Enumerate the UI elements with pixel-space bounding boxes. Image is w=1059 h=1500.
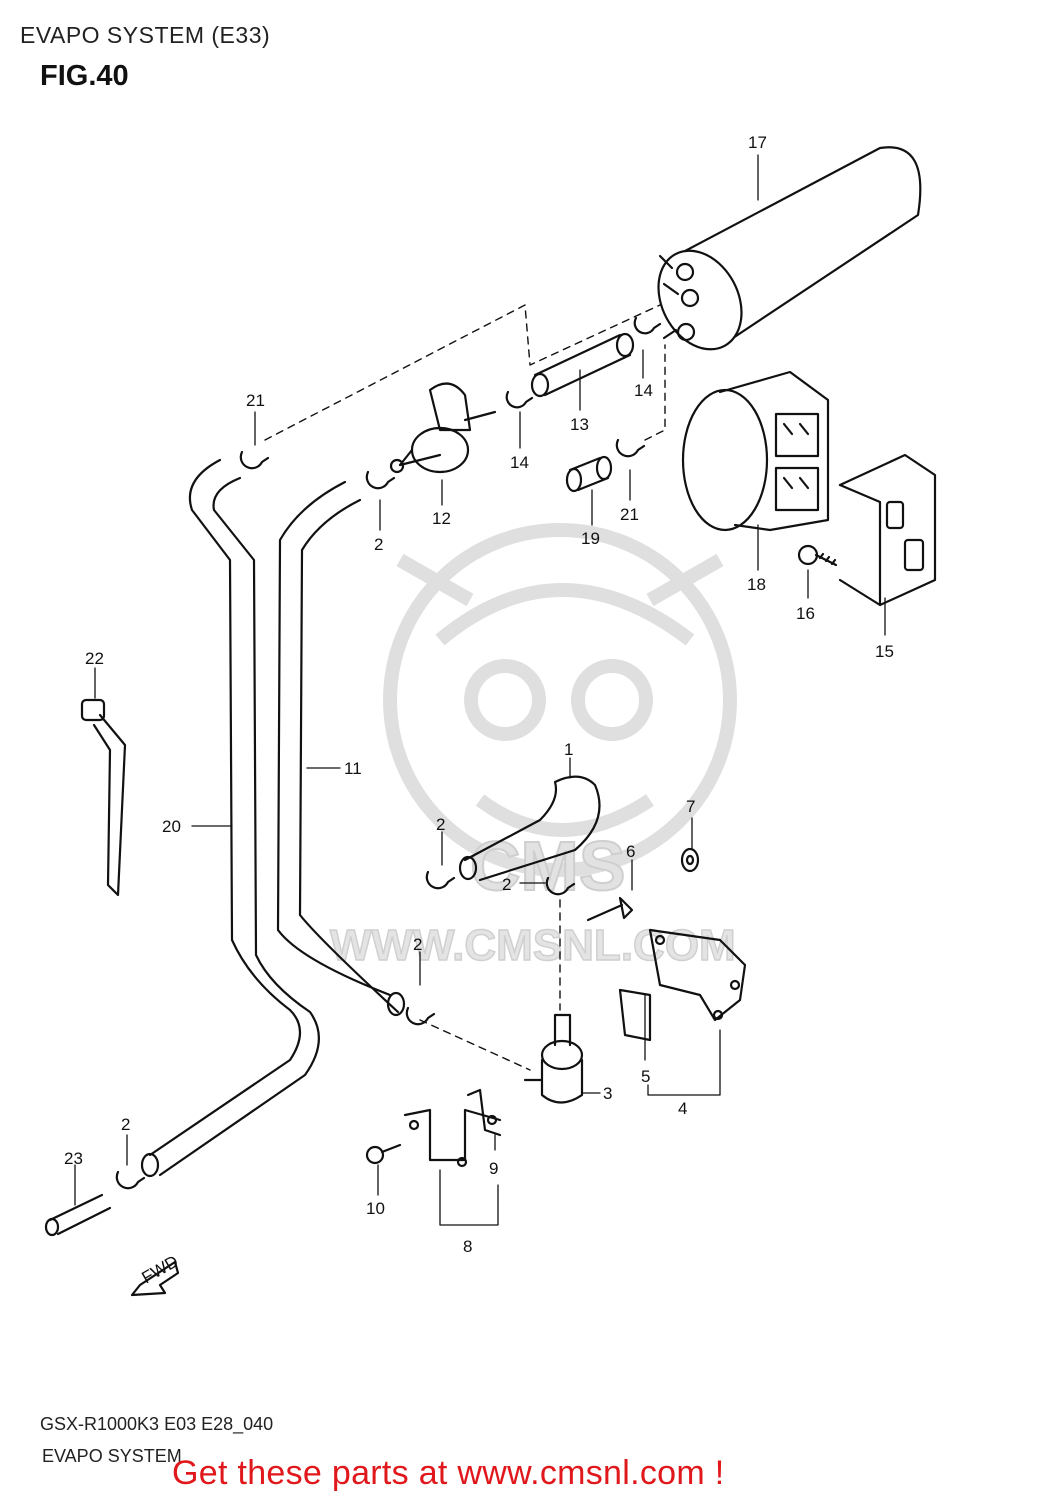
tie-22: [80, 698, 127, 897]
clamp-2a: [365, 470, 396, 490]
hose-13: [530, 332, 635, 398]
callout-2c: 2: [502, 875, 511, 894]
clamp-2c: [545, 876, 576, 896]
callout-14b: 14: [634, 381, 653, 400]
joint-23: [44, 1193, 112, 1237]
callout-7: 7: [686, 797, 695, 816]
washer-7: [680, 847, 700, 873]
bracket-4-5: [618, 928, 747, 1042]
bracket-15: [838, 453, 937, 607]
valve-3: [523, 1013, 584, 1104]
watermark: [383, 523, 737, 877]
page-title: EVAPO SYSTEM (E33): [20, 22, 271, 48]
callout-5: 5: [641, 1067, 650, 1086]
callout-10: 10: [366, 1199, 385, 1218]
callout-20: 20: [162, 817, 181, 836]
model-code: GSX-R1000K3 E03 E28_040: [40, 1414, 274, 1434]
callout-2e: 2: [121, 1115, 130, 1134]
callout-2a: 2: [374, 535, 383, 554]
callout-6: 6: [626, 842, 635, 861]
clamp-2d: [405, 1006, 436, 1026]
callout-12: 12: [432, 509, 451, 528]
hose-11: [276, 480, 406, 1017]
callout-15: 15: [875, 642, 894, 661]
callout-17: 17: [748, 133, 767, 152]
callout-1: 1: [564, 740, 573, 759]
callout-14a: 14: [510, 453, 529, 472]
holder-18: [681, 370, 830, 532]
clamp-2b: [425, 870, 456, 890]
screw-10: [365, 1143, 402, 1165]
bracket-8-9: [403, 1088, 502, 1168]
callout-16: 16: [796, 604, 815, 623]
watermark-url: WWW.CMSNL.COM: [330, 921, 736, 970]
callout-22: 22: [85, 649, 104, 668]
callout-2d: 2: [413, 935, 422, 954]
fwd-arrow-icon: [130, 1260, 180, 1297]
callout-18: 18: [747, 575, 766, 594]
clamp-21b: [615, 438, 646, 458]
figure-label: FIG.40: [40, 60, 129, 92]
callout-21a: 21: [246, 391, 265, 410]
watermark-logo: CMS: [470, 827, 626, 905]
clamp-14b: [633, 316, 662, 335]
canister-17: [657, 146, 922, 351]
clamp-2e: [115, 1170, 146, 1190]
valve-12: [389, 382, 497, 474]
callout-11: 11: [344, 759, 362, 778]
callout-3: 3: [603, 1084, 612, 1103]
section-name: EVAPO SYSTEM: [42, 1446, 182, 1466]
rivet-6: [586, 896, 634, 922]
callout-2b: 2: [436, 815, 445, 834]
callout-23: 23: [64, 1149, 83, 1168]
clamp-21a: [239, 450, 270, 470]
callout-9: 9: [489, 1159, 498, 1178]
hose-1: [458, 775, 601, 882]
connector-19: [565, 455, 613, 493]
promo-link[interactable]: Get these parts at www.cmsnl.com !: [172, 1454, 725, 1492]
callout-4: 4: [678, 1099, 687, 1118]
clamp-14a: [505, 390, 534, 409]
callout-19: 19: [581, 529, 600, 548]
callout-13: 13: [570, 415, 589, 434]
callout-21b: 21: [620, 505, 639, 524]
callouts: 17 21 14 14 13 12 2 21 19 18 16 15 22 11…: [64, 133, 894, 1287]
callout-8: 8: [463, 1237, 472, 1256]
hose-20: [140, 458, 320, 1178]
bolt-16: [797, 544, 838, 567]
